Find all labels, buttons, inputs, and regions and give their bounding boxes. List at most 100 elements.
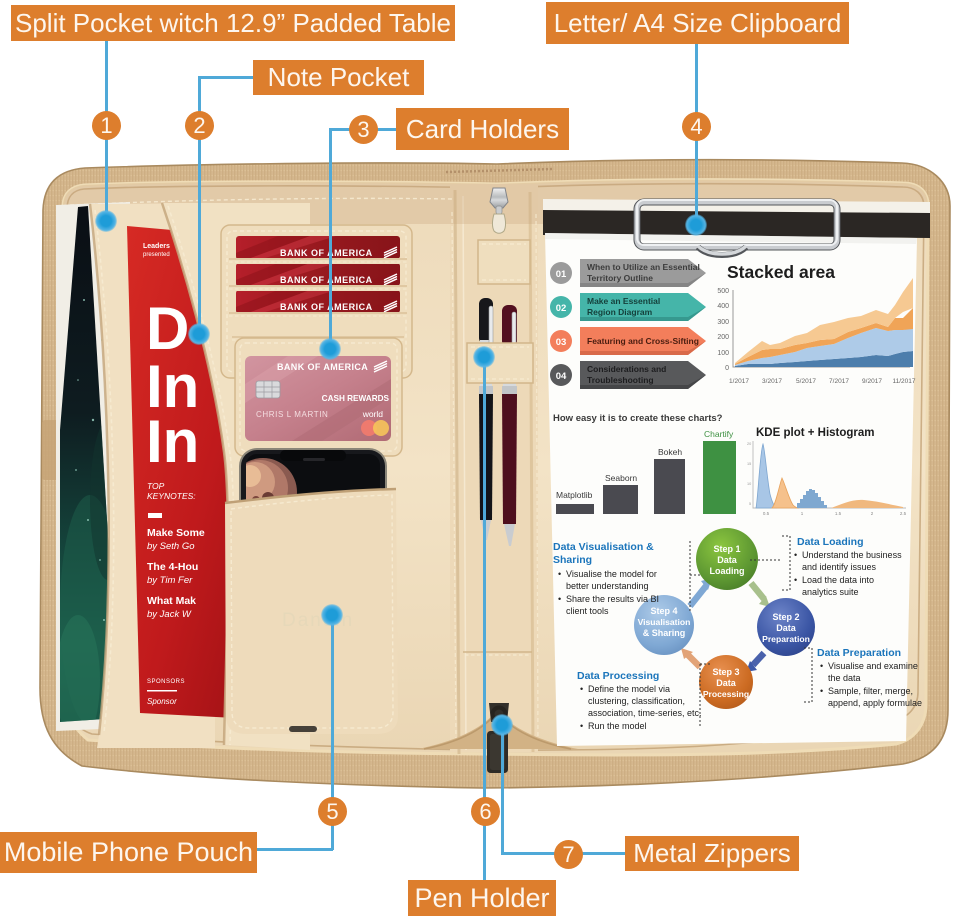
svg-text:9/2017: 9/2017 [862,378,882,385]
svg-text:Preparation: Preparation [762,634,810,644]
svg-text:•: • [580,721,583,731]
svg-text:world: world [362,409,384,419]
svg-text:Define the model via: Define the model via [588,684,670,694]
svg-text:5/2017: 5/2017 [796,378,816,385]
svg-text:•: • [820,686,823,696]
svg-text:In: In [146,353,199,420]
svg-text:The 4-Hou: The 4-Hou [147,561,198,573]
svg-text:2: 2 [871,511,874,516]
svg-text:1: 1 [801,511,804,516]
svg-text:What Mak: What Mak [147,595,196,607]
svg-text:KEYNOTES:: KEYNOTES: [147,491,196,501]
svg-text:•: • [794,550,797,560]
svg-text:Matplotlib: Matplotlib [556,490,593,500]
svg-text:Visualisation: Visualisation [638,617,691,627]
svg-text:Sample, filter, merge,: Sample, filter, merge, [828,686,913,696]
svg-text:Troubleshooting: Troubleshooting [587,375,654,385]
svg-text:2.5: 2.5 [900,511,907,516]
svg-text:Dandin: Dandin [282,610,354,631]
svg-text:0.5: 0.5 [763,511,770,516]
svg-text:analytics suite: analytics suite [802,587,859,597]
svg-text:KDE plot + Histogram: KDE plot + Histogram [756,427,875,439]
svg-text:1.5: 1.5 [835,511,842,516]
svg-text:15: 15 [747,462,751,466]
svg-text:7/2017: 7/2017 [829,378,849,385]
svg-text:02: 02 [556,303,567,314]
svg-text:In: In [146,408,199,475]
svg-text:SPONSORS: SPONSORS [147,679,185,685]
svg-text:100: 100 [717,350,729,357]
svg-text:3/2017: 3/2017 [762,378,782,385]
svg-text:Territory Outline: Territory Outline [587,273,653,283]
svg-text:CHRIS L MARTIN: CHRIS L MARTIN [256,410,328,419]
svg-text:Leaders: Leaders [143,243,170,250]
svg-text:Data: Data [776,623,797,633]
svg-text:clustering, classification,: clustering, classification, [588,696,685,706]
svg-text:Visualise the model for: Visualise the model for [566,569,657,579]
svg-text:Processing: Processing [703,689,749,699]
svg-text:•: • [794,575,797,585]
svg-text:by Seth Go: by Seth Go [147,541,195,552]
svg-text:Data Preparation: Data Preparation [817,647,901,659]
svg-text:Sponsor: Sponsor [147,697,177,706]
svg-text:client tools: client tools [566,606,609,616]
svg-text:5: 5 [749,502,751,506]
svg-text:Load the data into: Load the data into [802,575,874,585]
svg-text:Chartify: Chartify [704,429,734,439]
svg-text:Region Diagram: Region Diagram [587,307,653,317]
svg-text:1/2017: 1/2017 [729,378,749,385]
svg-text:10: 10 [747,482,751,486]
svg-text:400: 400 [717,303,729,310]
svg-text:Sharing: Sharing [553,554,592,566]
svg-text:Considerations and: Considerations and [587,364,666,374]
svg-text:0: 0 [725,365,729,372]
svg-text:the data: the data [828,673,861,683]
svg-text:Step 2: Step 2 [772,612,799,622]
svg-text:better understanding: better understanding [566,581,649,591]
svg-text:and identify issues: and identify issues [802,562,877,572]
svg-text:Visualise and examine: Visualise and examine [828,661,918,671]
svg-text:20: 20 [747,442,751,446]
svg-text:Run the model: Run the model [588,721,647,731]
svg-text:01: 01 [556,269,567,280]
svg-text:04: 04 [556,371,567,382]
svg-text:presented: presented [143,252,170,258]
svg-text:TOP: TOP [147,481,165,491]
svg-text:•: • [558,594,561,604]
svg-text:Featuring and Cross-Sifting: Featuring and Cross-Sifting [587,336,699,346]
svg-text:Understand the business: Understand the business [802,550,902,560]
svg-text:Make an Essential: Make an Essential [587,296,660,306]
svg-text:Data: Data [716,678,737,688]
svg-text:Loading: Loading [710,566,745,576]
svg-text:•: • [580,684,583,694]
svg-text:BANK OF AMERICA: BANK OF AMERICA [277,362,368,372]
svg-text:•: • [820,661,823,671]
svg-text:D: D [146,295,189,362]
svg-text:by Tim Fer: by Tim Fer [147,575,193,586]
svg-text:300: 300 [717,319,729,326]
svg-text:11/2017: 11/2017 [892,378,915,385]
svg-text:When to Utilize an Essential: When to Utilize an Essential [587,262,700,272]
svg-text:Data Visualisation &: Data Visualisation & [553,541,654,553]
svg-text:Step 4: Step 4 [650,606,677,616]
svg-text:& Sharing: & Sharing [643,628,686,638]
svg-text:Step 3: Step 3 [712,667,739,677]
svg-text:How easy it is to create these: How easy it is to create these charts? [553,413,723,424]
svg-text:Bokeh: Bokeh [658,447,682,457]
svg-text:Data: Data [717,555,738,565]
svg-text:Make Some: Make Some [147,527,205,539]
svg-text:Step 1: Step 1 [713,544,740,554]
svg-text:association, time-series, etc.: association, time-series, etc. [588,708,702,718]
svg-text:500: 500 [717,288,729,295]
svg-text:Share the results via BI: Share the results via BI [566,594,659,604]
svg-text:Seaborn: Seaborn [605,473,637,483]
svg-text:03: 03 [556,337,567,348]
svg-text:200: 200 [717,334,729,341]
svg-text:Data Processing: Data Processing [577,670,659,682]
svg-text:Data Loading: Data Loading [797,536,864,548]
svg-text:append, apply formulae: append, apply formulae [828,698,922,708]
svg-text:CASH REWARDS: CASH REWARDS [322,394,390,403]
svg-text:Stacked area: Stacked area [727,262,835,282]
svg-text:•: • [558,569,561,579]
svg-text:by Jack W: by Jack W [147,609,192,620]
